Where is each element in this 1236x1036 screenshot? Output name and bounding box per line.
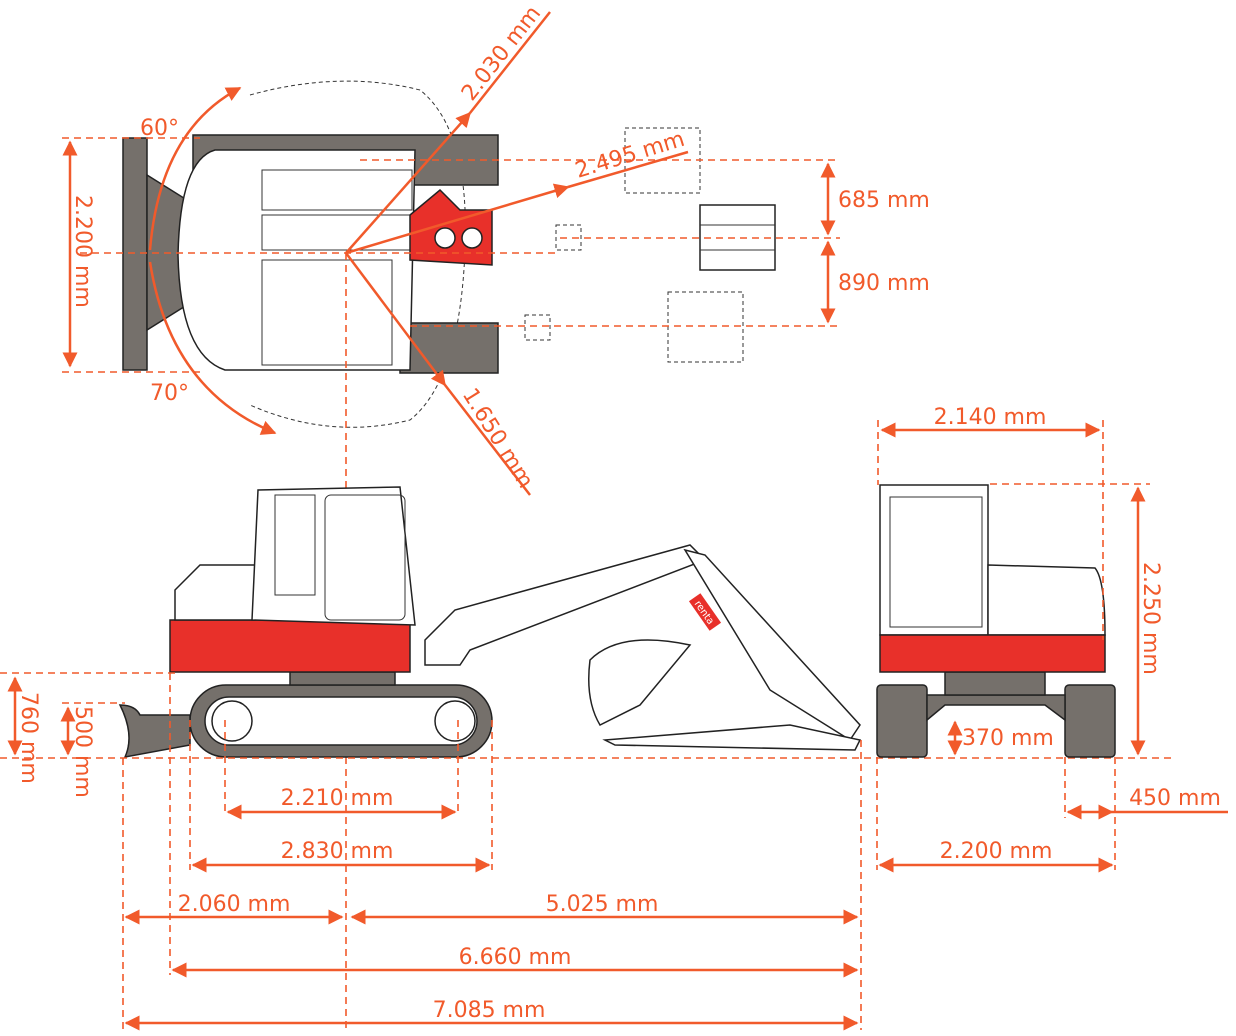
- label-rear-center: 2.060 mm: [178, 892, 291, 917]
- track-right-rear: [1064, 684, 1116, 758]
- dim-radius-front: [469, 11, 551, 114]
- idler-wheel: [211, 700, 253, 742]
- label-ground-clearance: 370 mm: [962, 726, 1054, 751]
- engine-hood-rear: [987, 564, 1106, 636]
- arm-tip-center: [555, 224, 582, 251]
- engine-cover-side: [174, 564, 256, 621]
- arc-swing-right: [148, 261, 277, 435]
- label-shoe-width: 450 mm: [1129, 786, 1221, 811]
- undercarriage-frame: [926, 694, 1066, 722]
- dozer-blade-side: [118, 704, 191, 758]
- boom: [424, 544, 707, 666]
- arm: [683, 548, 861, 742]
- label-width-top: 2.200 mm: [70, 195, 95, 308]
- body-red-rear: [879, 634, 1106, 673]
- dozer-blade-top: [122, 137, 148, 371]
- side-view: renta 760 mm 500 mm 2.210 mm 2.830 mm 2.…: [0, 486, 1176, 1031]
- cab-side: [251, 486, 416, 626]
- label-offset-right: 890 mm: [838, 271, 930, 296]
- cab-window-rear: [274, 494, 316, 596]
- cab-rear: [879, 484, 989, 636]
- arc-swing-left: [148, 86, 242, 251]
- label-cab-width: 2.140 mm: [934, 405, 1047, 430]
- label-blade-lift: 760 mm: [16, 692, 41, 784]
- track-left-rear: [876, 684, 928, 758]
- label-center-front: 5.025 mm: [546, 892, 659, 917]
- arm-tip-right: [524, 314, 551, 341]
- top-view: 2.200 mm 60° 70° 2.030 mm 2.495 mm 1.650…: [62, 1, 930, 1030]
- label-radius-front: 2.030 mm: [457, 1, 546, 105]
- swing-pin: [434, 227, 456, 249]
- dim-radius-boom: [567, 150, 689, 189]
- lower-body-red: [169, 619, 411, 673]
- label-radius-boom: 2.495 mm: [572, 127, 687, 184]
- swing-ring-rear: [944, 671, 1046, 696]
- track-frame: [204, 696, 478, 746]
- label-blade-dig: 500 mm: [70, 706, 95, 798]
- label-total-length: 7.085 mm: [433, 998, 546, 1023]
- label-height: 2.250 mm: [1138, 562, 1163, 675]
- label-length-no-blade: 6.660 mm: [459, 945, 572, 970]
- bucket-offset-right: [667, 291, 744, 363]
- label-swing-right: 70°: [150, 381, 189, 406]
- track-lower: [399, 322, 499, 374]
- swing-ring: [289, 671, 396, 686]
- label-tumbler: 2.210 mm: [281, 786, 394, 811]
- sprocket-wheel: [434, 700, 476, 742]
- engine-cover: [261, 169, 413, 211]
- label-swing-left: 60°: [140, 116, 179, 141]
- label-radius-rear: 1.650 mm: [457, 384, 538, 493]
- dim-radius-rear: [444, 384, 531, 496]
- swing-pin: [461, 227, 483, 249]
- bucket-link: [602, 724, 862, 751]
- rear-view: 2.140 mm 2.250 mm 370 mm 450 mm 2.200 mm: [876, 405, 1228, 873]
- cab-window-front: [889, 496, 983, 628]
- label-track-length: 2.830 mm: [281, 839, 394, 864]
- cab-door: [324, 494, 406, 621]
- bucket-side: [588, 639, 692, 726]
- label-track-width: 2.200 mm: [940, 839, 1053, 864]
- label-offset-left: 685 mm: [838, 188, 930, 213]
- bucket-center: [699, 204, 776, 271]
